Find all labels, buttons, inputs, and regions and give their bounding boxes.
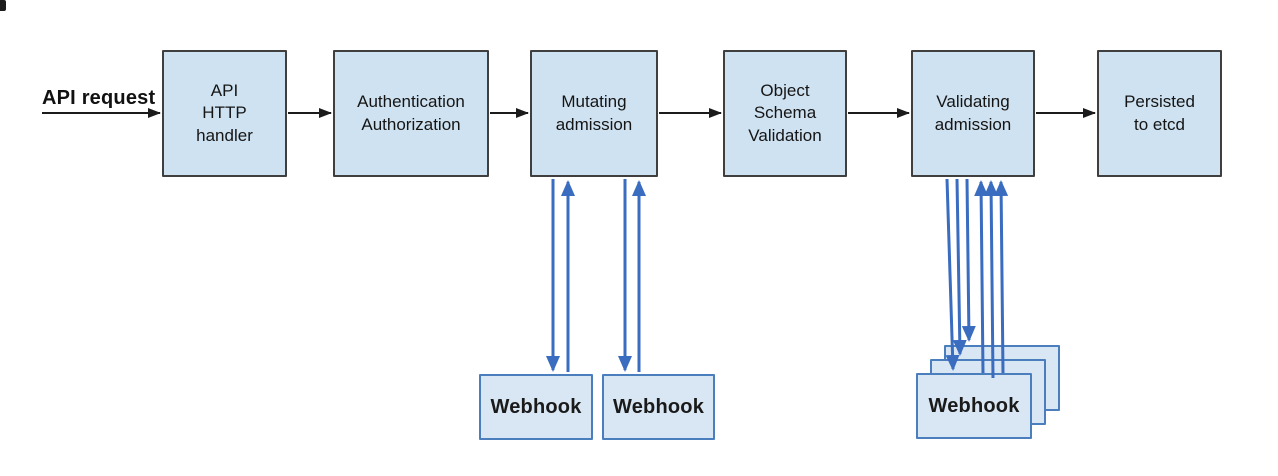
validating-webhook-down-arrow-1	[945, 178, 960, 371]
validating-webhook-box-front: Webhook	[916, 373, 1032, 439]
flow-node-label: API HTTP handler	[196, 80, 253, 145]
webhook-label: Webhook	[490, 395, 582, 418]
flow-node-api-http-handler: API HTTP handler	[162, 50, 287, 177]
validating-webhook-up-arrow-1	[974, 180, 989, 374]
flow-node-persisted-to-etcd: Persisted to etcd	[1097, 50, 1222, 177]
validating-webhook-up-arrow-3	[994, 180, 1009, 374]
flow-node-mutating-admission: Mutating admission	[530, 50, 658, 177]
flow-node-label: Mutating admission	[555, 92, 633, 134]
api-request-label: API request	[42, 87, 156, 109]
flow-node-validating-admission: Validating admission	[911, 50, 1035, 177]
flow-node-label: Object Schema Validation	[748, 80, 822, 145]
validating-webhook-up-arrow-2	[984, 180, 999, 379]
mutating-webhook-box-2: Webhook	[602, 374, 715, 440]
mutating-webhook-box-1: Webhook	[479, 374, 593, 440]
flow-node-label: Authentication Authorization	[357, 92, 465, 134]
flow-node-label: Persisted to etcd	[1124, 92, 1195, 134]
webhook-label: Webhook	[928, 394, 1020, 417]
validating-webhook-down-arrow-2	[952, 178, 967, 356]
flow-node-object-schema-validation: Object Schema Validation	[723, 50, 847, 177]
corner-artifact	[0, 0, 6, 11]
flow-node-label: Validating admission	[934, 92, 1012, 134]
flow-node-authentication-authorization: Authentication Authorization	[333, 50, 489, 177]
webhook-label: Webhook	[612, 395, 705, 418]
validating-webhook-down-arrow-3	[961, 178, 976, 342]
